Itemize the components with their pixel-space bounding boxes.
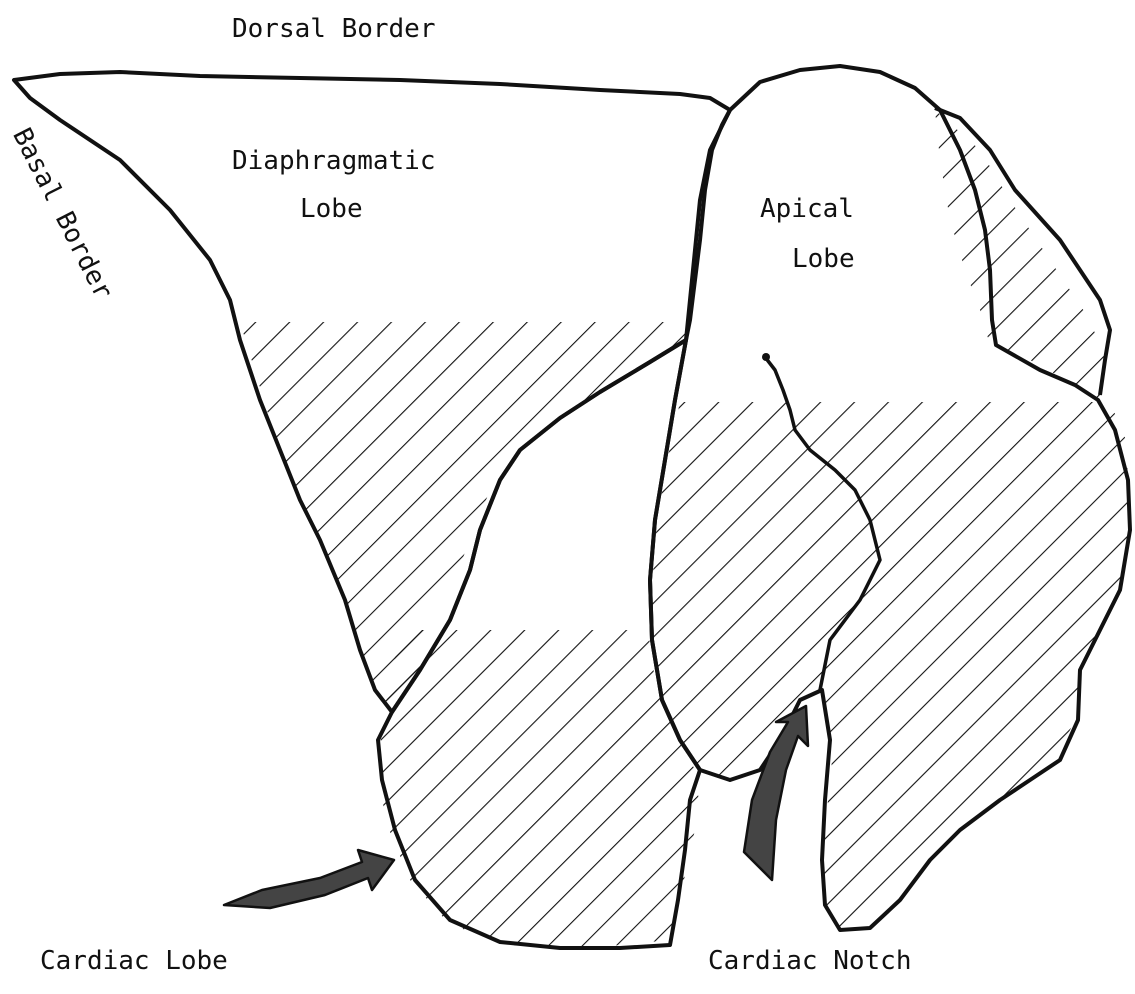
arrow-right-icon [224, 850, 394, 908]
apical-lobe-label-line1: Apical [760, 196, 854, 222]
apical-lobe-label-line2: Lobe [792, 246, 855, 272]
dorsal-border-label: Dorsal Border [232, 16, 436, 42]
diaphragmatic-lobe-label-line1: Diaphragmatic [232, 148, 436, 174]
diaphragmatic-lobe-label-line2: Lobe [300, 196, 363, 222]
cardiac-notch-label: Cardiac Notch [708, 948, 912, 974]
cardiac-lobe-label: Cardiac Lobe [40, 948, 228, 974]
fissure-end-dot [762, 353, 770, 361]
